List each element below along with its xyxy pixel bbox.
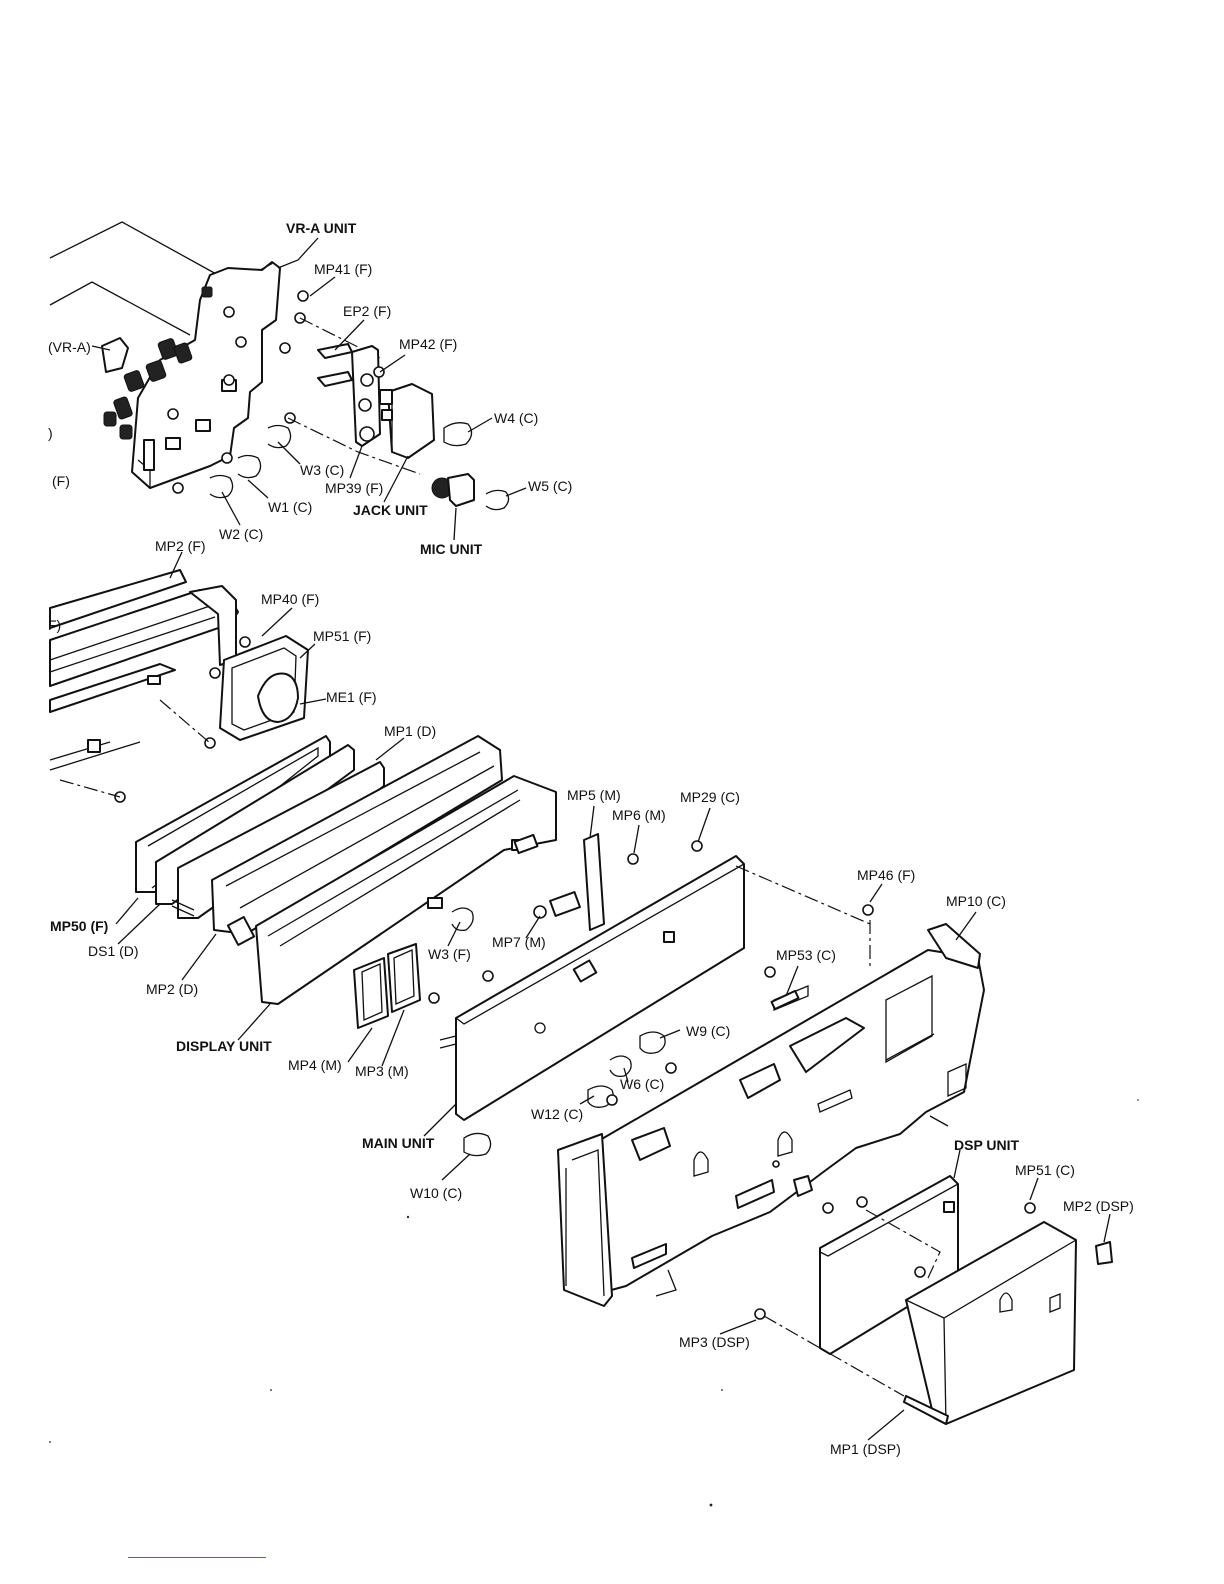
label-jack-unit: JACK UNIT (353, 502, 428, 518)
label-w10: W10 (C) (410, 1185, 462, 1201)
main-unit-assembly (439, 833, 745, 1157)
front-leaders (169, 551, 327, 705)
footer-rule (128, 1557, 266, 1558)
mp10-chassis (557, 865, 985, 1307)
label-w3c: W3 (C) (300, 462, 344, 478)
label-mp10: MP10 (C) (946, 893, 1006, 909)
label-mp51f: MP51 (F) (313, 628, 371, 644)
label-dsp-unit: DSP UNIT (954, 1137, 1020, 1153)
label-mp5: MP5 (M) (567, 787, 621, 803)
label-mp1dsp: MP1 (DSP) (830, 1441, 901, 1457)
label-w3f: W3 (F) (428, 946, 471, 962)
label-mp40: MP40 (F) (261, 591, 319, 607)
scan-specks (49, 1099, 1139, 1507)
dsp-leaders (719, 1149, 1111, 1441)
label-f-cut2: F) (48, 617, 61, 633)
label-main-unit: MAIN UNIT (362, 1135, 435, 1151)
mp10-leaders (785, 883, 977, 997)
top-leaders (91, 237, 527, 541)
label-mp2d: MP2 (D) (146, 981, 198, 997)
label-mp51c: MP51 (C) (1015, 1162, 1075, 1178)
dsp-assembly (754, 1175, 1113, 1425)
label-display-unit: DISPLAY UNIT (176, 1038, 272, 1054)
label-mp50: MP50 (F) (50, 918, 108, 934)
label-f-cut: (F) (52, 473, 70, 489)
label-vra-unit: VR-A UNIT (286, 220, 357, 236)
mp39-plate (351, 345, 381, 447)
label-mp6: MP6 (M) (612, 807, 666, 823)
main-leaders (423, 805, 711, 1181)
main-unit-board (455, 855, 745, 1121)
label-mp3dsp: MP3 (DSP) (679, 1334, 750, 1350)
label-mp4: MP4 (M) (288, 1057, 342, 1073)
label-mp2dsp: MP2 (DSP) (1063, 1198, 1134, 1214)
mp2-front-panel (49, 569, 187, 629)
label-w6: W6 (C) (620, 1076, 664, 1092)
label-mp46: MP46 (F) (857, 867, 915, 883)
label-w9: W9 (C) (686, 1023, 730, 1039)
label-mp29: MP29 (C) (680, 789, 740, 805)
jack-unit-board (387, 383, 435, 459)
label-mp2f: MP2 (F) (155, 538, 206, 554)
label-w12: W12 (C) (531, 1106, 583, 1122)
front-panel-assembly (49, 569, 309, 803)
label-vra-cut: (VR-A) (48, 339, 91, 355)
label-ep2: EP2 (F) (343, 303, 391, 319)
display-leaders (115, 737, 461, 1067)
mic-unit (431, 473, 475, 507)
me1-unit (257, 672, 299, 723)
label-w1: W1 (C) (268, 499, 312, 515)
vra-screws (167, 290, 309, 494)
label-ds1: DS1 (D) (88, 943, 139, 959)
label-w5: W5 (C) (528, 478, 572, 494)
vra-knobs (103, 286, 213, 440)
mp5-bracket (583, 833, 605, 931)
label-w2: W2 (C) (219, 526, 263, 542)
label-mp1d: MP1 (D) (384, 723, 436, 739)
label-w4: W4 (C) (494, 410, 538, 426)
label-mp3m: MP3 (M) (355, 1063, 409, 1079)
mp2d-frame (211, 735, 503, 935)
label-mp7: MP7 (M) (492, 934, 546, 950)
label-left-paren: ) (48, 425, 53, 441)
vra-bracket (101, 337, 129, 373)
label-mp41: MP41 (F) (314, 261, 372, 277)
label-mp42: MP42 (F) (399, 336, 457, 352)
vra-unit-assembly (49, 221, 510, 511)
label-mp53: MP53 (C) (776, 947, 836, 963)
part-labels: VR-A UNIT MP41 (F) EP2 (F) (VR-A) MP42 (… (48, 220, 1134, 1457)
display-assembly (135, 735, 557, 1029)
label-mic-unit: MIC UNIT (420, 541, 483, 557)
label-mp39: MP39 (F) (325, 480, 383, 496)
label-me1: ME1 (F) (326, 689, 377, 705)
ep2-bracket (317, 343, 353, 387)
